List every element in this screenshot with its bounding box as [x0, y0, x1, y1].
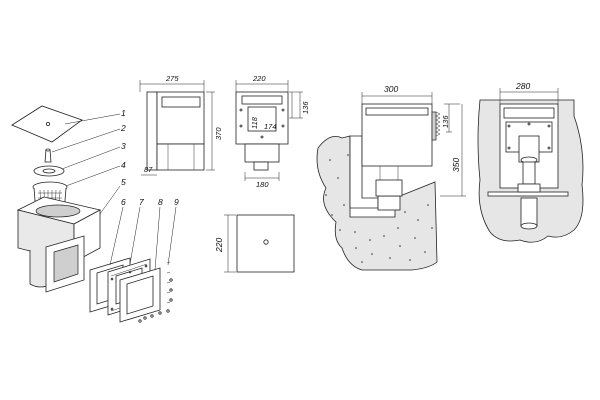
- screws-part: [138, 261, 173, 323]
- side-inner-w-dim: 174: [264, 122, 277, 131]
- front-offset-dim: 87: [144, 165, 153, 174]
- gasket-part-2: [119, 267, 161, 323]
- front-width-dim: 275: [165, 74, 179, 83]
- callout-4: 4: [121, 160, 126, 170]
- callout-6: 6: [121, 197, 126, 207]
- side-view: 220 118 174 136 180: [235, 74, 310, 189]
- ring-part: [33, 165, 65, 177]
- rear-width-dim: 280: [515, 81, 530, 91]
- side-height-dim: 136: [301, 101, 310, 114]
- section-height-dim: 350: [451, 158, 461, 172]
- callout-7: 7: [139, 197, 144, 207]
- callout-1: 1: [121, 108, 126, 118]
- section-width-dim: 300: [384, 84, 398, 94]
- callout-5: 5: [121, 177, 126, 187]
- side-width-dim: 220: [252, 74, 266, 83]
- callout-8: 8: [158, 197, 163, 207]
- top-size-dim: 220: [214, 238, 224, 253]
- top-view: 220: [214, 214, 295, 273]
- section-sub-dim: 136: [441, 115, 450, 128]
- skimmer-body: [16, 196, 102, 293]
- callout-3: 3: [121, 141, 126, 151]
- side-inner-h-dim: 118: [250, 116, 259, 129]
- callout-9: 9: [174, 197, 179, 207]
- front-height-dim: 370: [214, 127, 223, 140]
- callout-2: 2: [120, 123, 126, 133]
- section-view: 300 136 350: [316, 84, 466, 271]
- exploded-assembly: 1 2 3 4 5 6 7 8 9: [11, 105, 179, 323]
- nozzle-part: [44, 148, 52, 163]
- side-base-dim: 180: [256, 180, 269, 189]
- front-view: 275 370 87: [139, 74, 223, 176]
- lid-plate: [11, 105, 83, 143]
- rear-view: 280: [477, 81, 584, 243]
- leader-lines: [51, 113, 177, 271]
